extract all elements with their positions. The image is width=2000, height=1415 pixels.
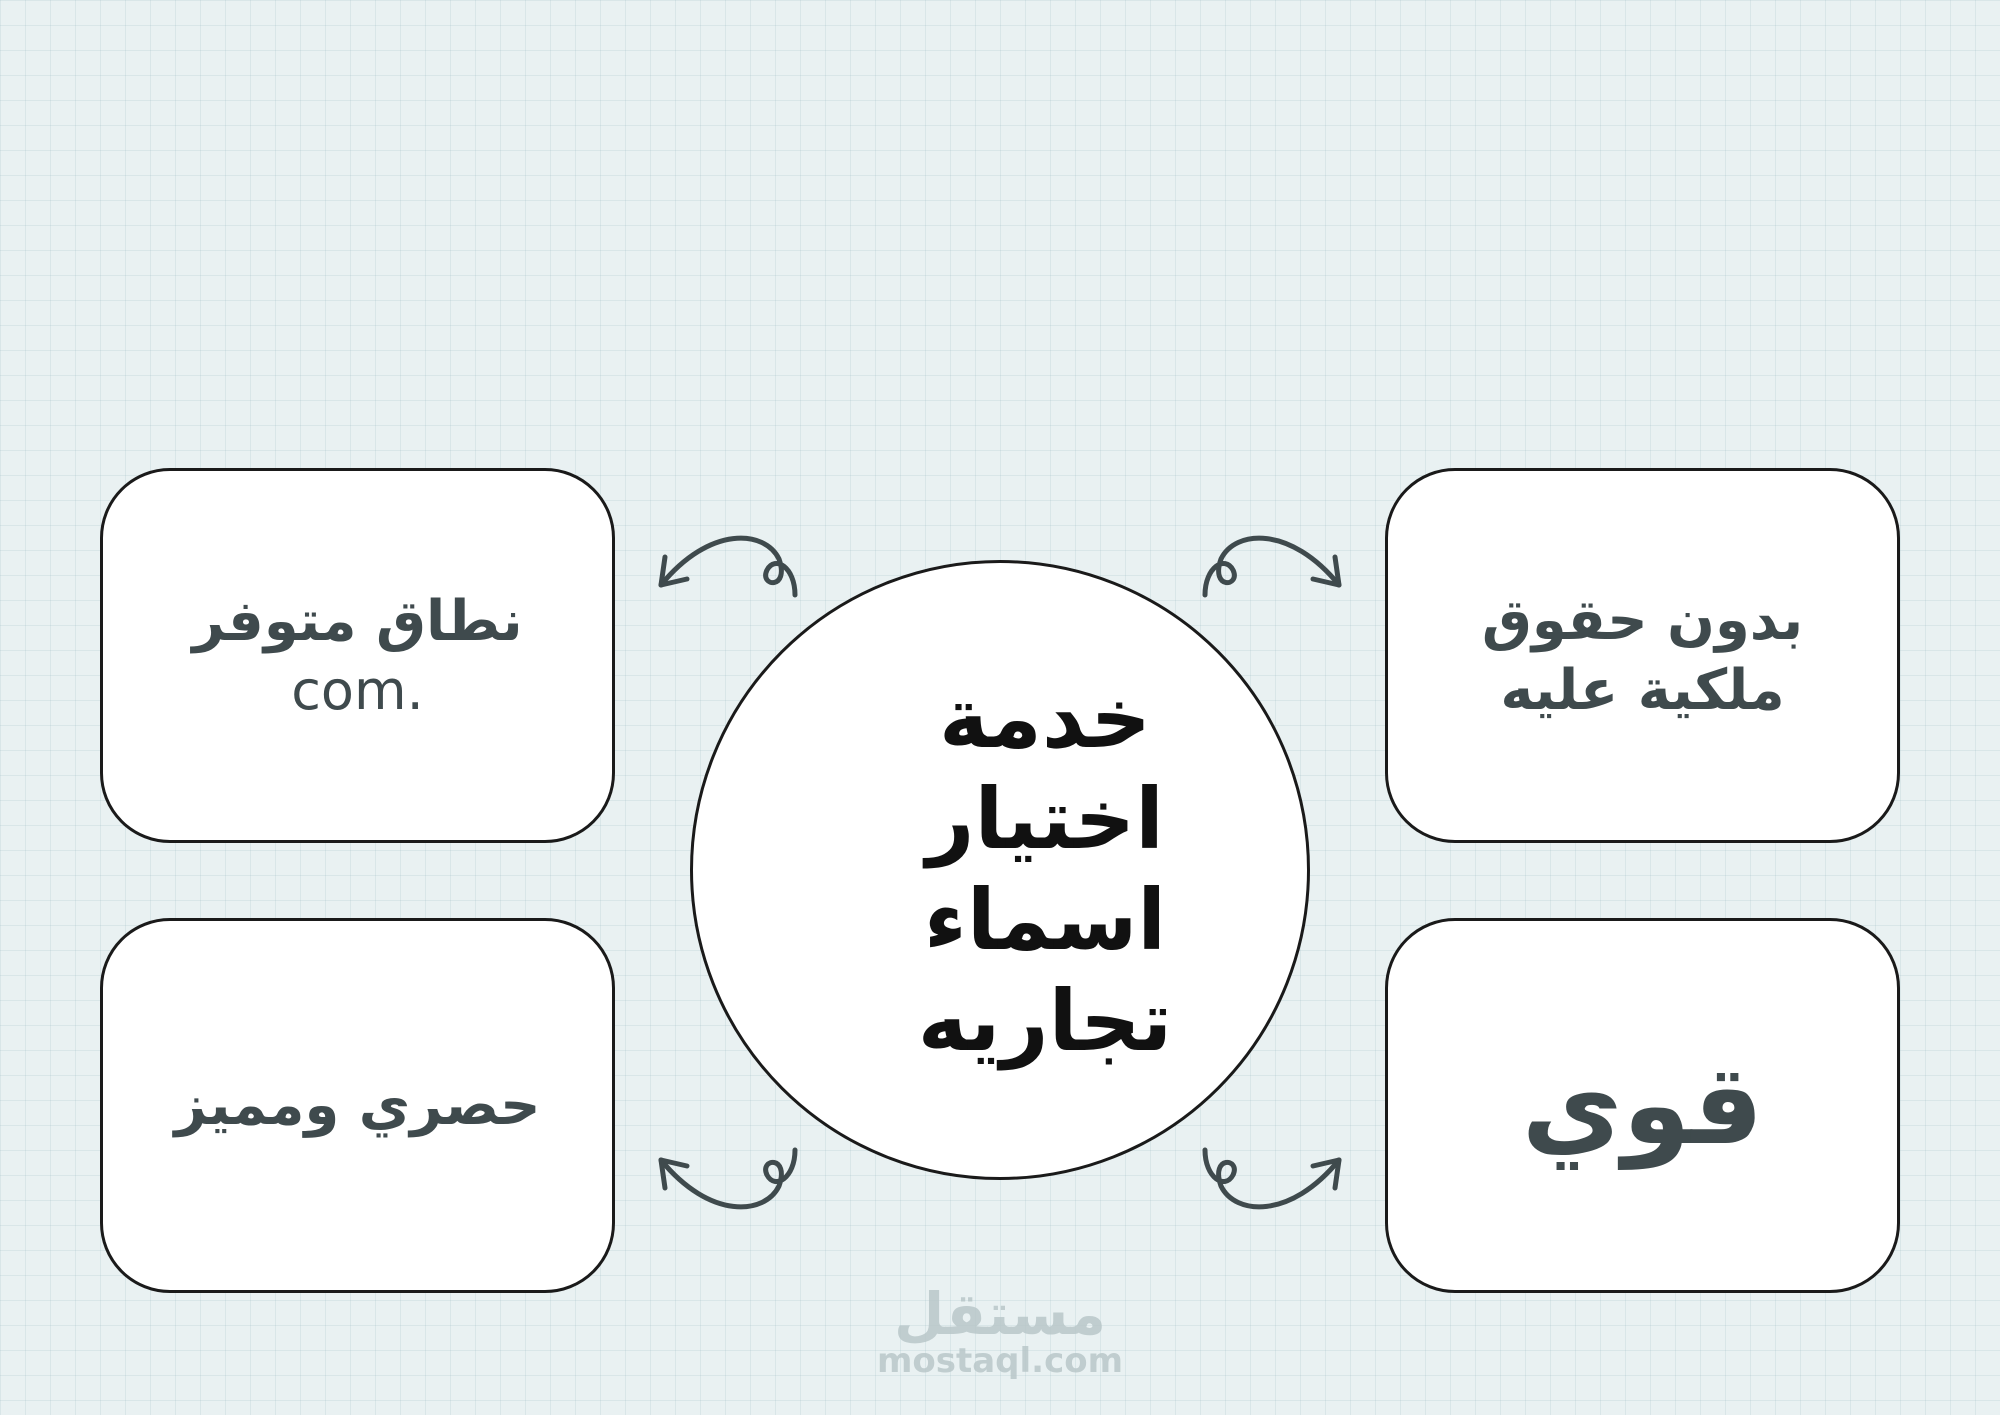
card-top-right: بدون حقوق ملكية عليه bbox=[1385, 468, 1900, 843]
curved-arrow-icon bbox=[658, 1147, 798, 1210]
card-top-left-text: نطاق متوفر .com bbox=[192, 587, 522, 725]
center-text: خدمة اختيار اسماء تجاريه bbox=[918, 668, 1172, 1071]
watermark: مستقل mostaql.com bbox=[860, 1285, 1140, 1380]
card-top-right-line-2: ملكية عليه bbox=[1500, 657, 1785, 723]
curved-arrow-icon bbox=[658, 535, 798, 598]
center-line-3: اسماء bbox=[923, 871, 1167, 969]
curved-arrow-icon bbox=[1202, 535, 1342, 598]
card-bottom-right: قوي bbox=[1385, 918, 1900, 1293]
center-line-2: اختيار bbox=[926, 770, 1164, 869]
card-top-left-subtitle: .com bbox=[291, 658, 424, 722]
watermark-arabic: مستقل bbox=[893, 1280, 1107, 1348]
card-top-left: نطاق متوفر .com bbox=[100, 468, 615, 843]
curved-arrow-icon bbox=[1202, 1147, 1342, 1210]
center-circle: خدمة اختيار اسماء تجاريه bbox=[690, 560, 1310, 1180]
card-top-right-line-1: بدون حقوق bbox=[1481, 587, 1804, 653]
center-line-4: تجاريه bbox=[917, 971, 1173, 1070]
watermark-latin: mostaql.com bbox=[876, 1341, 1124, 1381]
center-line-1: خدمة bbox=[938, 669, 1151, 768]
card-top-left-title: نطاق متوفر bbox=[192, 588, 523, 654]
card-top-right-text: بدون حقوق ملكية عليه bbox=[1482, 586, 1803, 726]
card-bottom-right-text: قوي bbox=[1522, 1037, 1764, 1175]
card-bottom-left: حصري ومميز bbox=[100, 918, 615, 1293]
card-bottom-left-text: حصري ومميز bbox=[175, 1071, 541, 1141]
card-bottom-left-title: حصري ومميز bbox=[174, 1072, 541, 1138]
card-bottom-right-title: قوي bbox=[1521, 1040, 1764, 1169]
